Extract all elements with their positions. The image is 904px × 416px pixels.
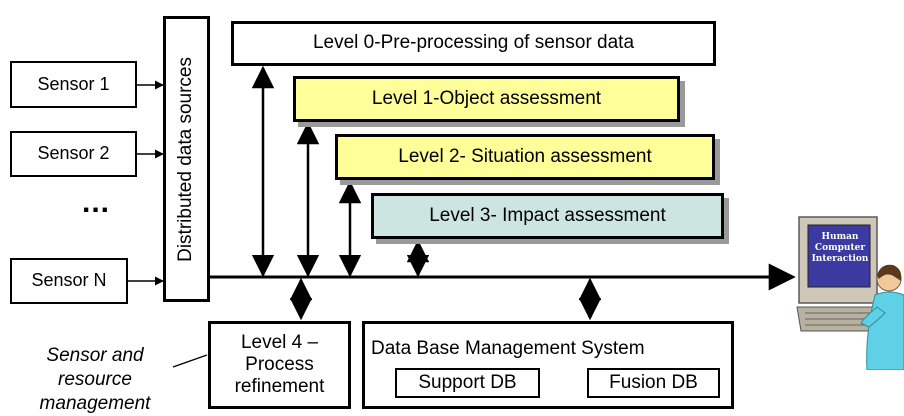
hci-screen-line2: Computer: [814, 243, 866, 253]
hci-person-hair: [877, 264, 902, 281]
hci-screen-line1: Human: [821, 232, 859, 242]
level3-box: Level 3- Impact assessment: [371, 193, 724, 239]
level0-label: Level 0-Pre-processing of sensor data: [312, 32, 635, 54]
level4-box: Level 4 – Process refinement: [208, 321, 351, 409]
resource-management-pointer: [172, 354, 208, 368]
sensor-ellipsis: ...: [82, 186, 111, 219]
level2-label: Level 2- Situation assessment: [398, 145, 652, 167]
level1-label: Level 1-Object assessment: [371, 87, 602, 109]
support-db-label: Support DB: [418, 371, 517, 393]
hci-screen-line3: Interaction: [811, 254, 869, 264]
fusion-db-label: Fusion DB: [609, 371, 698, 393]
level4-label-line3: refinement: [234, 376, 325, 397]
hci-person-arm: [860, 306, 886, 328]
support-db-box: Support DB: [395, 368, 540, 398]
distributed-data-sources-label: Distributed data sources: [175, 56, 197, 262]
distributed-data-sources-box: Distributed data sources: [163, 16, 210, 302]
level3-label: Level 3- Impact assessment: [429, 204, 666, 226]
level1-box: Level 1-Object assessment: [293, 76, 680, 122]
fusion-db-box: Fusion DB: [587, 368, 720, 398]
resource-management-line2: resource: [58, 369, 132, 390]
level0-box: Level 0-Pre-processing of sensor data: [231, 21, 716, 66]
hci-screen-text: Human Computer Interaction: [810, 232, 870, 265]
sensor-2-box: Sensor 2: [10, 131, 137, 177]
level4-label-line2: Process: [245, 354, 314, 375]
resource-management-line3: management: [39, 393, 151, 414]
dbms-title: Data Base Management System: [371, 338, 645, 359]
sensor-n-box: Sensor N: [10, 258, 128, 304]
sensor-1-label: Sensor 1: [37, 73, 110, 94]
sensor-1-box: Sensor 1: [10, 61, 137, 108]
hci-monitor-screen: [807, 224, 871, 288]
dbms-box: Data Base Management System Support DB F…: [362, 321, 734, 409]
sensor-n-label: Sensor N: [31, 270, 107, 291]
level2-box: Level 2- Situation assessment: [335, 134, 715, 180]
level4-label-line1: Level 4 –: [240, 332, 319, 353]
resource-management-label: Sensor and resource management: [15, 344, 175, 416]
hci-illustration: [796, 216, 904, 370]
resource-management-line1: Sensor and: [46, 345, 144, 366]
sensor-2-label: Sensor 2: [37, 143, 110, 164]
